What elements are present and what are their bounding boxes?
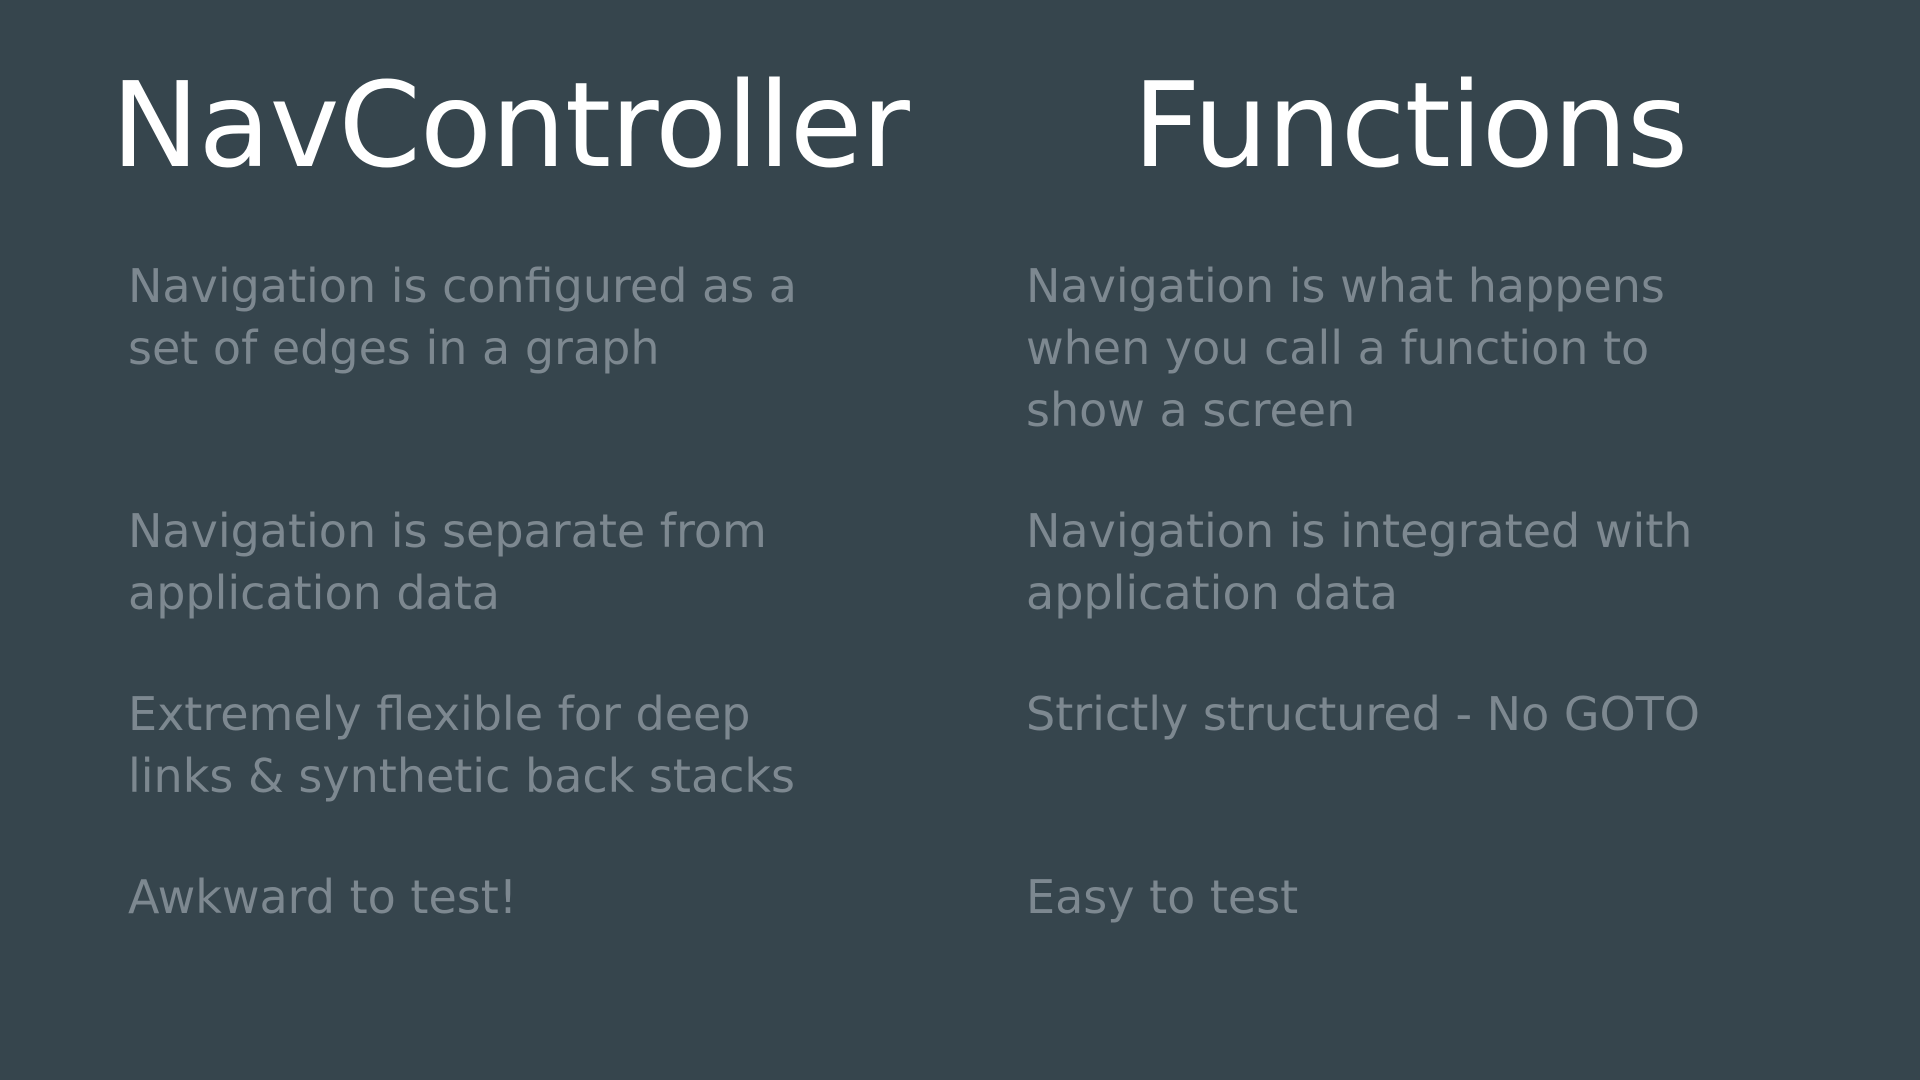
point-line: Awkward to test! <box>128 870 518 924</box>
point-line: Navigation is integrated with <box>1026 504 1693 558</box>
point-line: Navigation is configured as a <box>128 259 797 313</box>
functions-point-structured: Strictly structured - No GOTO <box>1026 683 1846 745</box>
navcontroller-point-testing: Awkward to test! <box>128 866 948 928</box>
functions-point-call: Navigation is what happens when you call… <box>1026 255 1846 441</box>
navcontroller-point-graph: Navigation is configured as a set of edg… <box>128 255 948 379</box>
point-line: Extremely flexible for deep <box>128 687 751 741</box>
point-line: Navigation is what happens <box>1026 259 1665 313</box>
point-line: application data <box>1026 566 1398 620</box>
functions-title: Functions <box>1132 56 1688 194</box>
point-line: set of edges in a graph <box>128 321 660 375</box>
point-line: links & synthetic back stacks <box>128 749 796 803</box>
point-line: application data <box>128 566 500 620</box>
point-line: when you call a function to <box>1026 321 1650 375</box>
point-line: Strictly structured - No GOTO <box>1026 687 1701 741</box>
functions-point-data: Navigation is integrated with applicatio… <box>1026 500 1846 624</box>
functions-point-testing: Easy to test <box>1026 866 1846 928</box>
navcontroller-point-data: Navigation is separate from application … <box>128 500 948 624</box>
point-line: show a screen <box>1026 383 1356 437</box>
point-line: Easy to test <box>1026 870 1299 924</box>
navcontroller-point-flexible: Extremely flexible for deep links & synt… <box>128 683 948 807</box>
point-line: Navigation is separate from <box>128 504 767 558</box>
navcontroller-title: NavController <box>111 56 910 194</box>
